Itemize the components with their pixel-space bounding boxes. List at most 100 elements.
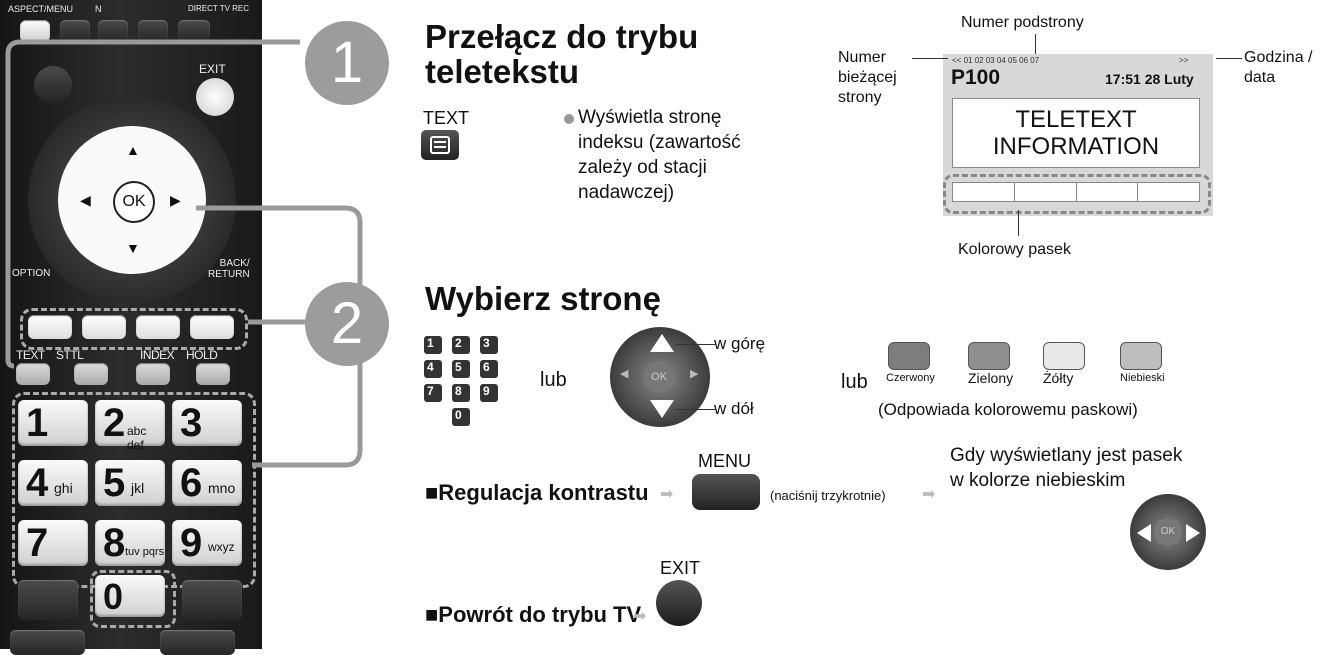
remote-red-button[interactable] — [28, 315, 72, 339]
n-button[interactable] — [98, 20, 128, 42]
blue-key[interactable] — [1120, 342, 1162, 370]
remote-exit-label: EXIT — [199, 62, 226, 76]
step-1-heading-line1: Przełącz do trybu — [425, 18, 699, 55]
press-note: (naciśnij trzykrotnie) — [770, 488, 886, 503]
square-bullet-icon: ■ — [425, 602, 439, 627]
time-label-line1: Godzina / — [1244, 49, 1313, 66]
blue-key-label: Niebieski — [1120, 372, 1165, 384]
green-key-label: Zielony — [968, 370, 1014, 386]
small-key-5[interactable]: 5 — [452, 360, 470, 378]
current-page-leader — [912, 58, 948, 59]
teletext-screen-diagram: << 01 02 03 04 05 06 07 >> P100 17:51 28… — [943, 54, 1213, 216]
step-1-desc-line2: indeksu (zawartość — [578, 132, 741, 153]
small-key-2[interactable]: 2 — [452, 336, 470, 354]
remote-yellow-button[interactable] — [136, 315, 180, 339]
step-2-heading: Wybierz stronę — [425, 280, 661, 317]
remote-key-0[interactable]: 0 — [95, 575, 165, 617]
aspect-button[interactable] — [20, 20, 50, 42]
green-key[interactable] — [968, 342, 1010, 370]
remote-blank-key-left[interactable] — [18, 580, 78, 620]
menu-key-button[interactable] — [692, 474, 760, 510]
text-key-button[interactable] — [421, 130, 459, 160]
exit-key-button[interactable] — [656, 580, 702, 626]
right-arrow-icon[interactable] — [1186, 524, 1200, 542]
step-1-desc-line1: Wyświetla stronę — [578, 107, 722, 128]
remote-text-button[interactable] — [16, 363, 50, 385]
small-key-8[interactable]: 8 — [452, 384, 470, 402]
step-1-desc-line3: zależy od stacji — [578, 157, 707, 178]
remote-hold-label: HOLD — [186, 348, 218, 362]
step-2-badge: 2 — [305, 282, 389, 366]
menu-button[interactable] — [60, 20, 90, 42]
subpage-row: << 01 02 03 04 05 06 07 — [952, 56, 1040, 65]
remote-option-label: OPTION — [12, 268, 51, 279]
small-key-7[interactable]: 7 — [424, 384, 442, 402]
dpad-ok-icon: OK — [643, 361, 675, 393]
step-1-badge: 1 — [305, 21, 389, 105]
remote-sttl-button[interactable] — [74, 363, 108, 385]
small-key-3[interactable]: 3 — [480, 336, 498, 354]
current-page-label-line1: Numer — [838, 49, 887, 66]
color-bar — [952, 182, 1200, 202]
remote-round-button-left[interactable] — [34, 66, 72, 104]
remote-index-button[interactable] — [136, 363, 170, 385]
colors-note: (Odpowiada kolorowemu paskowi) — [878, 400, 1138, 419]
small-key-1[interactable]: 1 — [424, 336, 442, 354]
remote-back-return-label: BACK/ RETURN — [208, 258, 250, 280]
small-key-6[interactable]: 6 — [480, 360, 498, 378]
remote-key-3[interactable]: 3 — [172, 400, 242, 446]
left-arrow-icon[interactable] — [1137, 524, 1151, 542]
color-bar-label: Kolorowy pasek — [958, 241, 1071, 258]
remote-n-label: N — [95, 4, 102, 14]
dpad-right-arrow-icon: ▶ — [690, 368, 699, 380]
text-key-label: TEXT — [423, 108, 470, 128]
remote-hold-button[interactable] — [196, 363, 230, 385]
teletext-icon — [430, 136, 450, 154]
red-key-label: Czerwony — [886, 372, 935, 384]
yellow-key[interactable] — [1043, 342, 1085, 370]
arrow-right-icon: ➡ — [660, 486, 674, 503]
remote-key-1[interactable]: 1 — [18, 400, 88, 446]
step-1-desc-line4: nadawczej) — [578, 182, 675, 203]
red-key[interactable] — [888, 342, 930, 370]
subpage-leader — [1035, 34, 1036, 60]
small-key-0[interactable]: 0 — [452, 408, 470, 426]
remote-left-arrow-icon: ◀ — [80, 192, 91, 208]
remote-key-7[interactable]: 7 — [18, 520, 88, 566]
small-key-4[interactable]: 4 — [424, 360, 442, 378]
current-page-label-line2: bieżącej — [838, 69, 897, 86]
square-bullet-icon: ■ — [425, 480, 439, 505]
remote-green-button[interactable] — [82, 315, 126, 339]
arrow-right-icon: ➡ — [633, 608, 647, 625]
arrow-right-icon: ➡ — [922, 486, 936, 503]
or-label-1: lub — [540, 369, 567, 391]
down-arrow-icon[interactable] — [650, 400, 674, 418]
remote-control: ASPECT/MENU N DIRECT TV REC EXIT OK ▲ ▼ … — [0, 0, 262, 655]
remote-sttl-label: STTL — [56, 348, 84, 362]
remote-exit-button[interactable] — [196, 78, 234, 116]
time-label-line2: data — [1244, 69, 1276, 86]
remote-text-label: TEXT — [16, 348, 45, 362]
remote-blue-button[interactable] — [190, 315, 234, 339]
remote-aspect-menu-label: ASPECT/MENU — [8, 4, 74, 14]
clock: 17:51 28 Luty — [1105, 71, 1194, 87]
remote-blank-button[interactable] — [138, 20, 168, 42]
subpage-label: Numer podstrony — [961, 14, 1084, 31]
small-key-9[interactable]: 9 — [480, 384, 498, 402]
up-leader — [675, 344, 715, 345]
direct-tv-rec-button[interactable] — [178, 20, 210, 42]
color-bar-cell — [1138, 183, 1199, 201]
remote-blank-key-right[interactable] — [182, 580, 242, 620]
or-label-2: lub — [841, 371, 868, 393]
up-arrow-icon[interactable] — [650, 334, 674, 352]
down-label: w dół — [714, 399, 754, 418]
menu-key-label: MENU — [698, 451, 751, 471]
remote-ok-button[interactable]: OK — [113, 181, 155, 223]
teletext-info-box: TELETEXT INFORMATION — [952, 98, 1200, 168]
